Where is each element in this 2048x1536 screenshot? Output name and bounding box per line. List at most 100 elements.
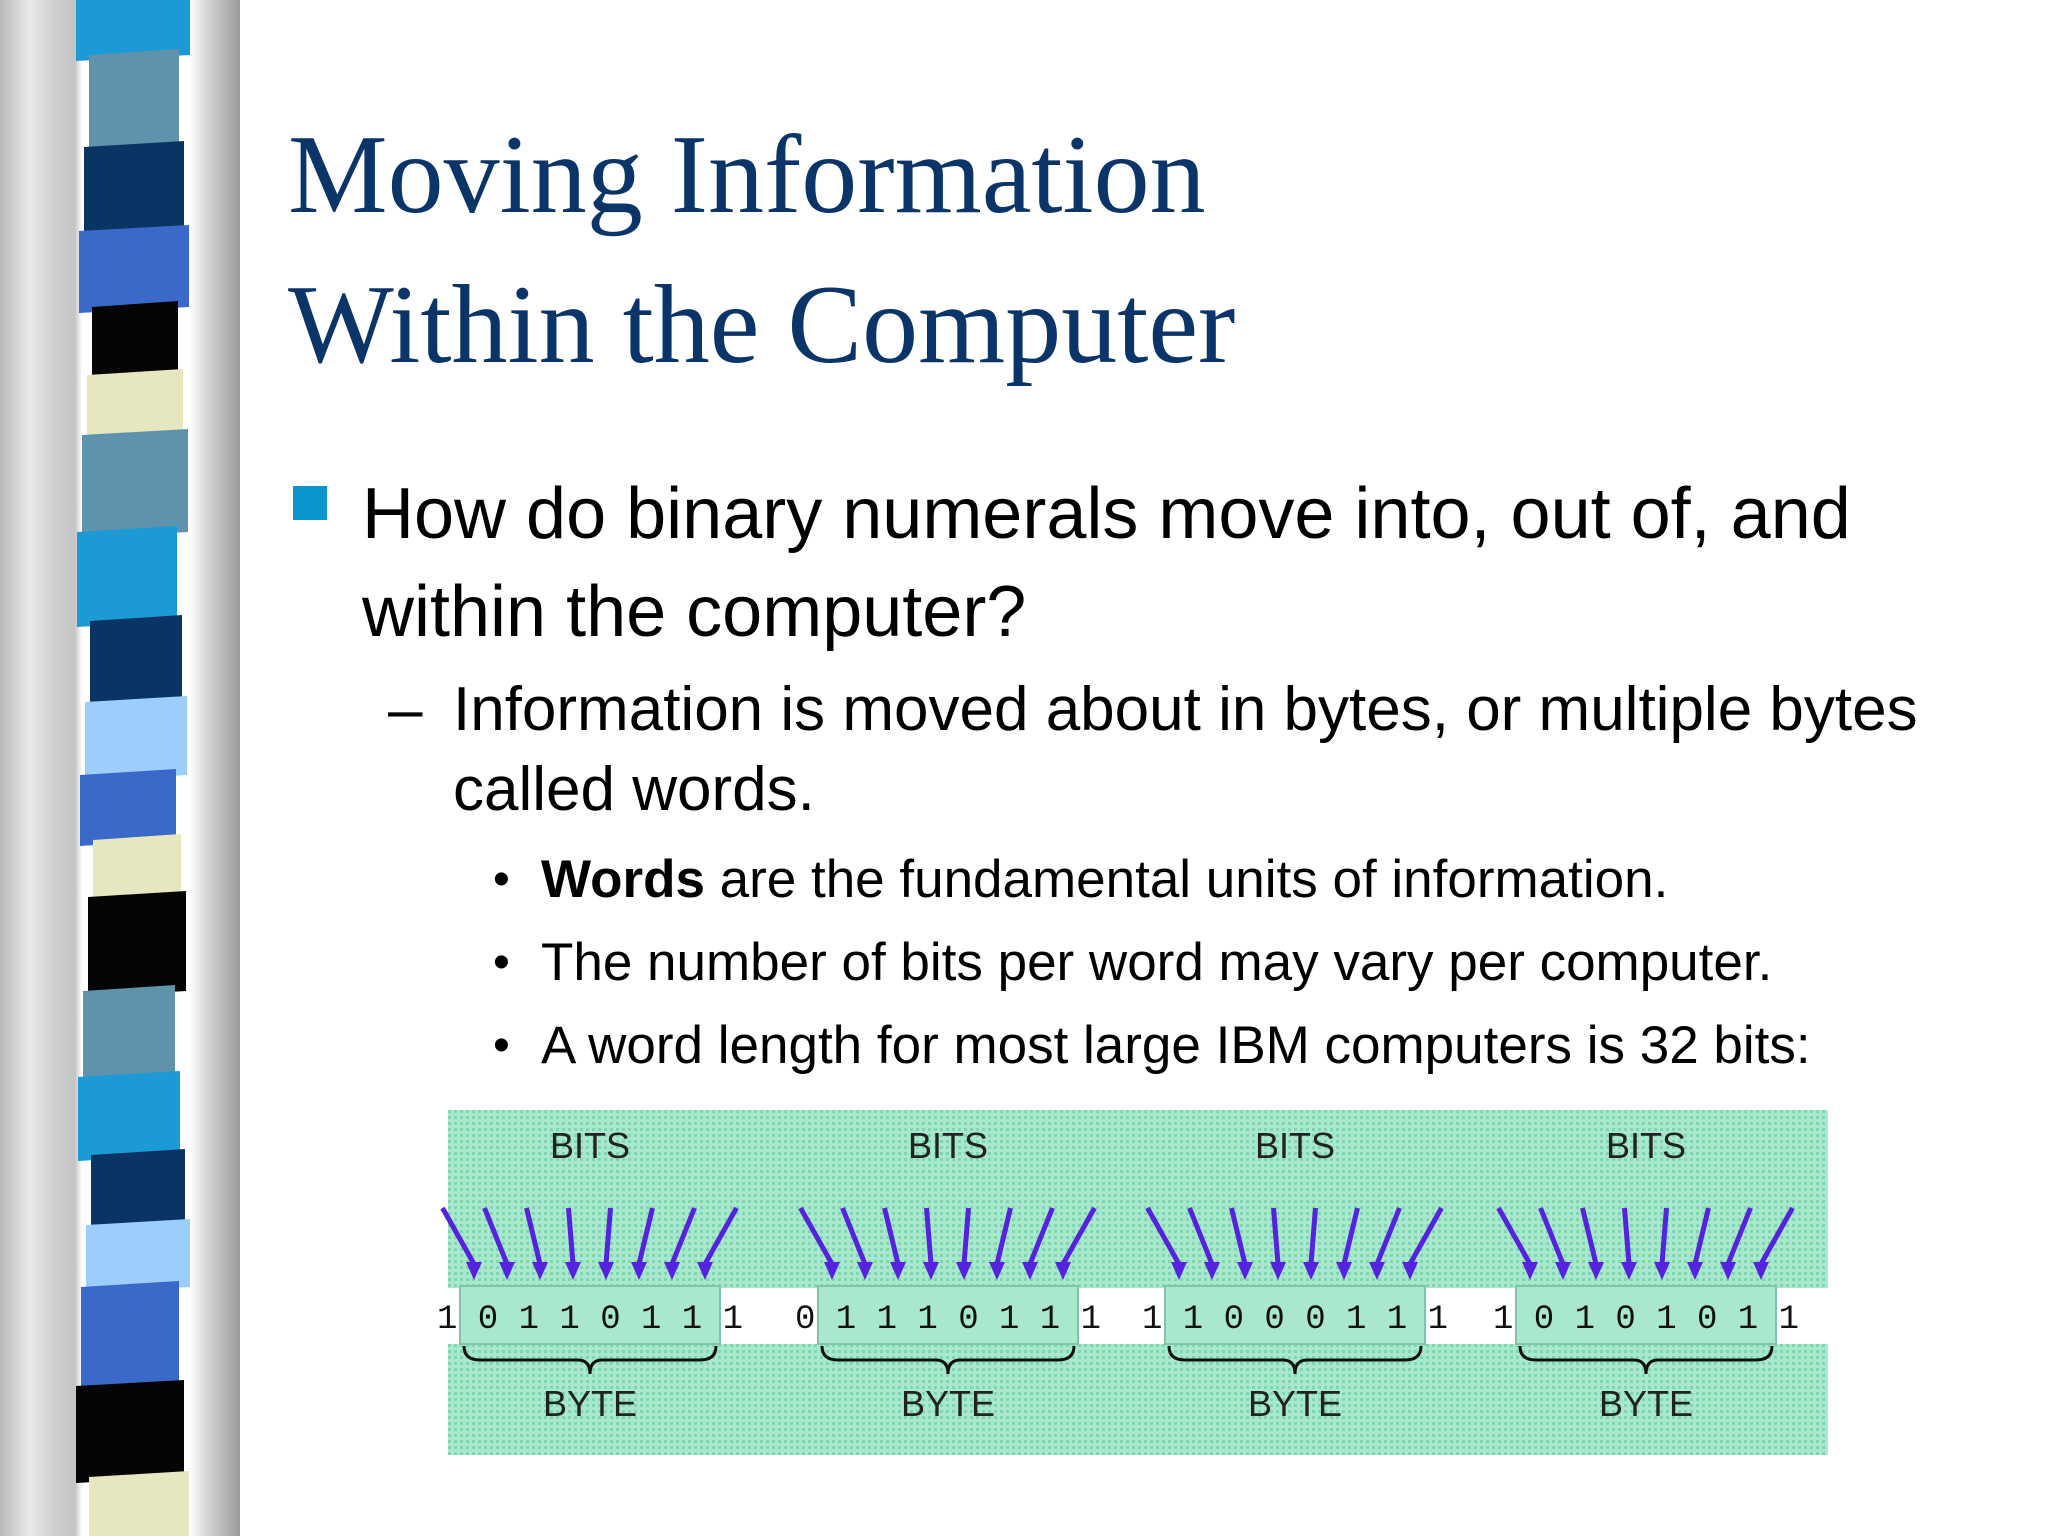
- dot-bullet: •: [493, 1019, 510, 1072]
- byte-brace: [820, 1345, 1076, 1375]
- bit-arrow-shaft: [636, 1207, 655, 1265]
- slide-title: Moving Information Within the Computer: [288, 100, 1988, 400]
- bit-arrow-head: [1687, 1262, 1703, 1280]
- bit-arrow-shaft: [924, 1207, 934, 1265]
- bit-arrow-head: [1621, 1262, 1637, 1280]
- bit-arrow-shaft: [702, 1206, 739, 1266]
- bit-arrow-shaft: [1271, 1207, 1281, 1265]
- decorative-stripe: [79, 225, 189, 313]
- dot-bullet: •: [493, 936, 510, 989]
- bullet-level-3-bits-per-word: The number of bits per word may vary per…: [541, 921, 2001, 1005]
- decorative-stripe: [89, 49, 179, 153]
- bit-arrow-head: [1022, 1262, 1038, 1280]
- bit-arrow-head: [923, 1262, 939, 1280]
- bit-arrow-head: [1522, 1262, 1538, 1280]
- bit-arrow-head: [466, 1262, 482, 1280]
- decorative-stripe: [83, 985, 175, 1083]
- bit-arrow-shaft: [669, 1207, 697, 1265]
- bit-arrow-shaft: [1622, 1207, 1632, 1265]
- byte-box: [459, 1285, 721, 1345]
- bit-arrow-shaft: [1538, 1207, 1566, 1265]
- bit-arrow-head: [1720, 1262, 1736, 1280]
- bullet-text: are the fundamental units of information…: [704, 850, 1669, 909]
- bit-arrow-shaft: [1374, 1207, 1402, 1265]
- bit-arrow-head: [1237, 1262, 1253, 1280]
- decorative-stripe: [77, 526, 177, 627]
- decorative-stripe: [78, 1071, 180, 1161]
- bit-arrow-shaft: [1145, 1206, 1182, 1266]
- title-line-1: Moving Information: [288, 113, 1206, 237]
- bits-label: BITS: [550, 1125, 630, 1166]
- bit-arrow-head: [1369, 1262, 1385, 1280]
- byte-box: [1515, 1285, 1777, 1345]
- bits-label: BITS: [1606, 1125, 1686, 1166]
- bit-arrow-shaft: [603, 1207, 613, 1265]
- decorative-stripe: [85, 696, 187, 781]
- decorative-stripe: [93, 834, 181, 903]
- bits-label: BITS: [1255, 1125, 1335, 1166]
- bit-arrow-shaft: [798, 1206, 835, 1266]
- bit-arrow-head: [989, 1262, 1005, 1280]
- bit-arrow-head: [598, 1262, 614, 1280]
- bit-arrow-shaft: [1725, 1207, 1753, 1265]
- bit-arrow-head: [1204, 1262, 1220, 1280]
- byte-bits: 1 1 0 0 0 1 1 1: [1142, 1301, 1448, 1339]
- decorative-stripe: [82, 429, 188, 538]
- bullet-level-2: Information is moved about in bytes, or …: [453, 675, 1918, 824]
- bit-arrow-shaft: [1027, 1207, 1055, 1265]
- byte-box: [1164, 1285, 1426, 1345]
- bit-arrow-head: [532, 1262, 548, 1280]
- bit-arrow-shaft: [1341, 1207, 1360, 1265]
- bit-arrow-head: [956, 1262, 972, 1280]
- bit-arrow-head: [857, 1262, 873, 1280]
- bit-arrow-head: [1753, 1262, 1769, 1280]
- bit-arrow-shaft: [994, 1207, 1013, 1265]
- decorative-stripe: [87, 369, 183, 441]
- byte-label: BYTE: [543, 1383, 637, 1424]
- bit-arrow-shaft: [440, 1206, 477, 1266]
- bullet-text: A word length for most large IBM compute…: [541, 1016, 1811, 1075]
- byte-label: BYTE: [901, 1383, 995, 1424]
- bullet-level-3-ibm-word-length: A word length for most large IBM compute…: [541, 1004, 2001, 1088]
- bold-term: Words: [541, 850, 705, 909]
- decorative-stripe: [84, 141, 184, 237]
- bit-arrow-shaft: [961, 1207, 971, 1265]
- bit-arrow-shaft: [1308, 1207, 1318, 1265]
- byte-brace: [1518, 1345, 1774, 1375]
- dash-bullet: –: [388, 675, 423, 744]
- dot-bullet: •: [493, 853, 510, 906]
- bit-arrow-head: [565, 1262, 581, 1280]
- bit-arrow-head: [499, 1262, 515, 1280]
- bit-arrow-shaft: [482, 1207, 510, 1265]
- bit-arrow-shaft: [1659, 1207, 1669, 1265]
- decorative-stripe: [89, 1471, 189, 1536]
- byte-label: BYTE: [1599, 1383, 1693, 1424]
- byte-box: [817, 1285, 1079, 1345]
- bit-arrow-head: [1270, 1262, 1286, 1280]
- bit-arrow-shaft: [1580, 1207, 1599, 1265]
- bit-arrow-shaft: [1496, 1206, 1533, 1266]
- bit-arrow-shaft: [1758, 1206, 1795, 1266]
- bit-arrow-shaft: [882, 1207, 901, 1265]
- decorative-stripe: [76, 0, 190, 61]
- bit-arrow-head: [1654, 1262, 1670, 1280]
- left-decorative-band: [0, 0, 240, 1536]
- byte-bits: 1 0 1 0 1 0 1 1: [1493, 1301, 1799, 1339]
- bullet-text: The number of bits per word may vary per…: [541, 933, 1773, 992]
- byte-bits: 0 1 1 1 0 1 1 1: [795, 1301, 1101, 1339]
- square-bullet-icon: [293, 486, 327, 520]
- bit-arrow-head: [1402, 1262, 1418, 1280]
- decorative-stripe: [91, 1149, 185, 1231]
- title-line-2: Within the Computer: [288, 263, 1236, 387]
- decorative-stripe: [92, 301, 178, 381]
- bit-arrow-shaft: [1229, 1207, 1248, 1265]
- bit-arrow-head: [890, 1262, 906, 1280]
- bullet-level-1: How do binary numerals move into, out of…: [362, 474, 1851, 652]
- decorative-stripe: [80, 769, 176, 846]
- decorative-stripe: [90, 615, 182, 708]
- bit-arrow-head: [631, 1262, 647, 1280]
- decorative-stripe: [88, 891, 186, 997]
- byte-brace: [462, 1345, 718, 1375]
- figure-background: [448, 1110, 1828, 1455]
